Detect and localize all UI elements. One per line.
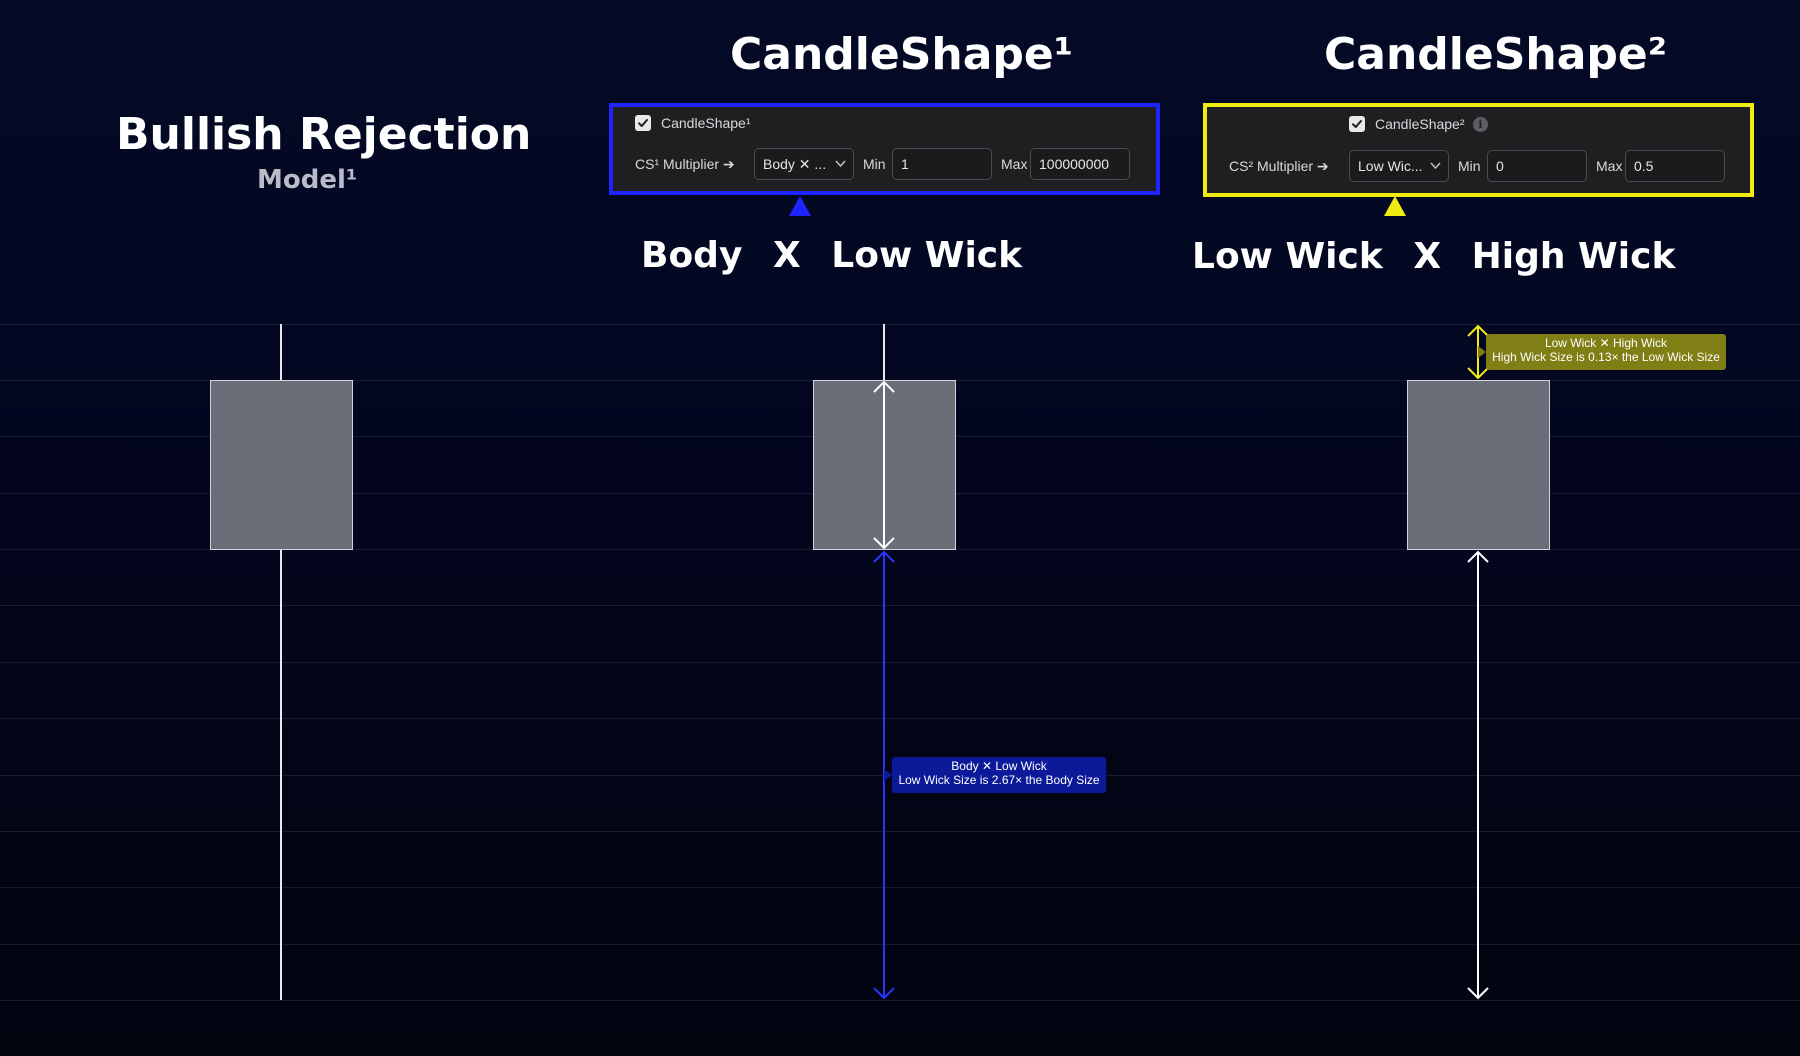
cs2-measure-tag: Low Wick ✕ High Wick High Wick Size is 0… <box>1486 334 1726 370</box>
check-icon <box>638 119 648 127</box>
cs1-settings-panel: CandleShape¹ CS¹ Multiplier ➔ Body ✕ ...… <box>609 103 1160 195</box>
cs1-max-input[interactable]: 100000000 <box>1030 148 1130 180</box>
cs2-tag-line2: High Wick Size is 0.13× the Low Wick Siz… <box>1492 350 1720 364</box>
cs1-max-label: Max <box>1001 156 1028 172</box>
cs2-formula-left: Low Wick <box>1192 236 1383 277</box>
gridline <box>0 324 1800 325</box>
cs2-multiplier-value: Low Wic... <box>1358 158 1423 174</box>
gridline <box>0 944 1800 945</box>
cs2-formula-op: X <box>1413 236 1442 277</box>
cs1-multiplier-select[interactable]: Body ✕ ... <box>754 148 854 180</box>
cs2-min-input[interactable]: 0 <box>1487 150 1587 182</box>
cs1-formula-right: Low Wick <box>831 235 1023 276</box>
double-arrow-icon <box>1467 550 1489 1000</box>
cs2-max-label: Max <box>1596 158 1623 174</box>
cs1-multiplier-value: Body ✕ ... <box>763 156 827 172</box>
tag-pointer <box>1478 346 1486 358</box>
chevron-down-icon <box>1430 151 1441 181</box>
tag-pointer <box>884 769 892 781</box>
cs2-heading: CandleShape² <box>1324 29 1668 80</box>
cs2-multiplier-select[interactable]: Low Wic... <box>1349 150 1449 182</box>
cs1-min-input[interactable]: 1 <box>892 148 992 180</box>
model-title: Bullish Rejection <box>116 109 532 160</box>
cs1-multiplier-label: CS¹ Multiplier ➔ <box>635 156 735 172</box>
candle-cs2-body <box>1407 380 1550 550</box>
cs1-tag-line1: Body ✕ Low Wick <box>951 759 1047 773</box>
cs2-min-label: Min <box>1458 158 1481 174</box>
candle-model-low-wick <box>280 550 282 1000</box>
info-icon[interactable]: i <box>1473 117 1488 132</box>
double-arrow-icon <box>873 380 895 550</box>
cs2-multiplier-label: CS² Multiplier ➔ <box>1229 158 1329 174</box>
cs1-formula-left: Body <box>641 235 743 276</box>
cs2-formula-right: High Wick <box>1471 236 1676 277</box>
candle-cs1-high-wick <box>883 324 885 380</box>
gridline <box>0 718 1800 719</box>
model-subtitle: Model¹ <box>257 165 358 195</box>
cs2-settings-panel: CandleShape² i CS² Multiplier ➔ Low Wic.… <box>1203 103 1754 197</box>
candle-model-high-wick <box>280 324 282 380</box>
cs1-formula-op: X <box>772 235 801 276</box>
gridline <box>0 605 1800 606</box>
candle-model-body <box>210 380 353 550</box>
check-icon <box>1352 120 1362 128</box>
cs2-max-input[interactable]: 0.5 <box>1625 150 1725 182</box>
cs1-enable-checkbox[interactable] <box>635 115 651 131</box>
cs2-enable-checkbox[interactable] <box>1349 116 1365 132</box>
gridline <box>0 1000 1800 1001</box>
cs1-enable-label: CandleShape¹ <box>661 115 751 131</box>
cs1-heading: CandleShape¹ <box>730 29 1074 80</box>
cs2-tag-line1: Low Wick ✕ High Wick <box>1544 336 1668 350</box>
cs1-tag-line2: Low Wick Size is 2.67× the Body Size <box>898 773 1100 787</box>
cs2-enable-label: CandleShape² <box>1375 116 1465 132</box>
cs1-formula: Body X Low Wick <box>641 238 1022 274</box>
chevron-down-icon <box>835 149 846 179</box>
gridline <box>0 887 1800 888</box>
cs1-measure-tag: Body ✕ Low Wick Low Wick Size is 2.67× t… <box>892 757 1106 793</box>
cs2-formula: Low Wick X High Wick <box>1192 239 1675 275</box>
cs1-min-label: Min <box>863 156 886 172</box>
gridline <box>0 662 1800 663</box>
gridline <box>0 831 1800 832</box>
